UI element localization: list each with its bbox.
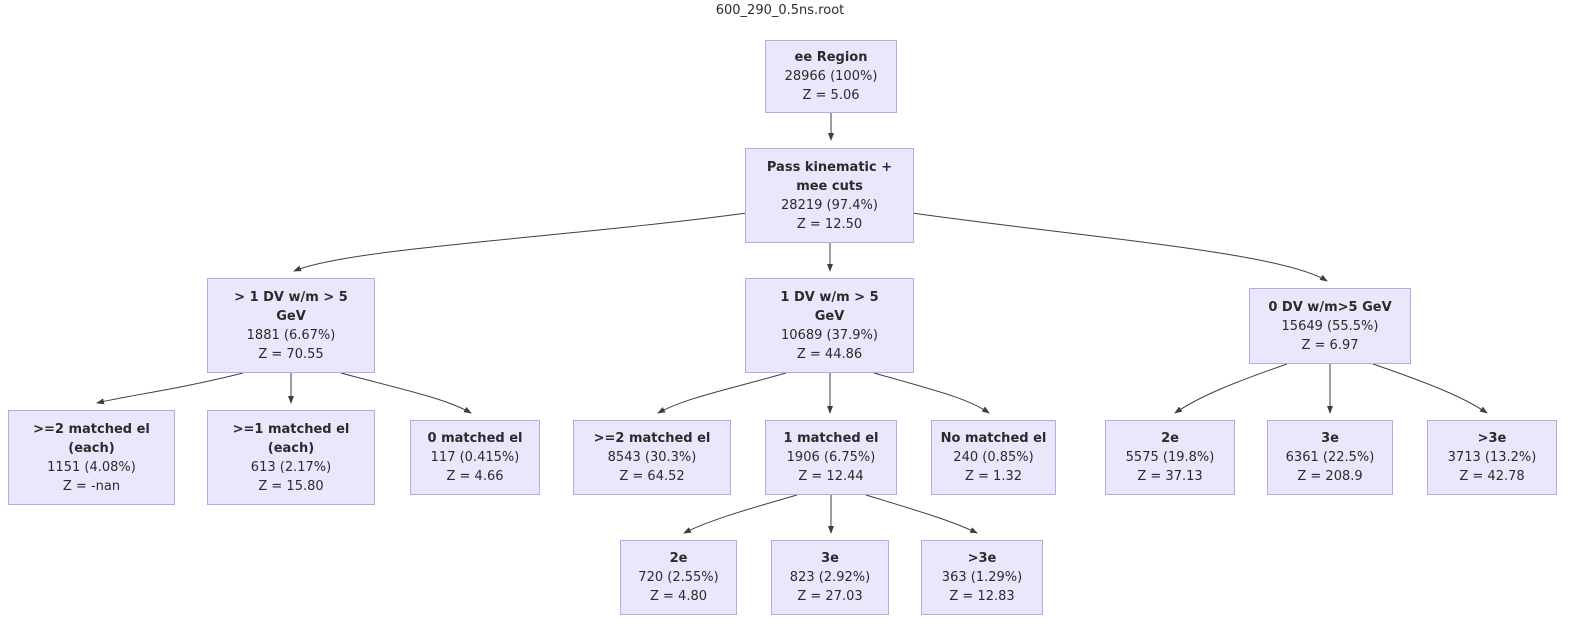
node-z: Z = 4.66 <box>446 469 504 484</box>
node-title: >=2 matched el <box>593 431 711 446</box>
node-dv0-gt3e: >3e 3713 (13.2%) Z = 42.78 <box>1427 420 1557 495</box>
node-z: Z = 6.97 <box>1301 337 1359 353</box>
node-count: 28219 (97.4%) <box>781 197 878 213</box>
node-title: 1 DV w/m > 5 GeV <box>780 289 879 324</box>
node-z: Z = 27.03 <box>797 589 863 604</box>
node-z: Z = 70.55 <box>258 346 324 362</box>
node-z: Z = 15.80 <box>258 478 324 494</box>
node-ge1-matched-el-each: >=1 matched el (each) 613 (2.17%) Z = 15… <box>207 410 375 505</box>
node-m1-3e: 3e 823 (2.92%) Z = 27.03 <box>771 540 889 615</box>
node-zero-dv: 0 DV w/m>5 GeV 15649 (55.5%) Z = 6.97 <box>1249 288 1411 364</box>
node-z: Z = 208.9 <box>1297 469 1363 484</box>
node-title: No matched el <box>940 431 1047 446</box>
node-count: 15649 (55.5%) <box>1281 318 1379 334</box>
node-z: Z = 64.52 <box>619 469 685 484</box>
node-z: Z = 12.83 <box>949 589 1015 604</box>
node-no-matched-el: No matched el 240 (0.85%) Z = 1.32 <box>931 420 1056 495</box>
node-z: Z = 12.50 <box>796 216 863 232</box>
node-count: 823 (2.92%) <box>789 570 871 585</box>
node-title: >3e <box>1477 431 1507 446</box>
node-title: 3e <box>821 551 839 566</box>
node-gt1-dv: > 1 DV w/m > 5 GeV 1881 (6.67%) Z = 70.5… <box>207 278 375 373</box>
node-title: >=2 matched el (each) <box>33 421 150 456</box>
node-one-dv: 1 DV w/m > 5 GeV 10689 (37.9%) Z = 44.86 <box>745 278 914 373</box>
node-z: Z = 1.32 <box>964 469 1022 484</box>
node-title: 0 DV w/m>5 GeV <box>1268 299 1392 315</box>
node-count: 720 (2.55%) <box>638 570 719 585</box>
edge-gt1dv-to-0match <box>340 372 472 414</box>
node-dv0-2e: 2e 5575 (19.8%) Z = 37.13 <box>1105 420 1235 495</box>
edge-1match-to-2e <box>683 494 798 534</box>
node-count: 3713 (13.2%) <box>1447 450 1537 465</box>
edge-0dv-to-2e <box>1174 363 1288 414</box>
node-count: 1151 (4.08%) <box>47 459 136 475</box>
node-z: Z = 37.13 <box>1137 469 1203 484</box>
node-count: 5575 (19.8%) <box>1125 450 1215 465</box>
node-z: Z = -nan <box>62 478 121 494</box>
node-title: 1 matched el <box>783 431 879 446</box>
node-title: >3e <box>967 551 997 566</box>
node-title: >=1 matched el (each) <box>232 421 350 456</box>
node-one-matched-el: 1 matched el 1906 (6.75%) Z = 12.44 <box>765 420 897 495</box>
edge-gt1dv-to-ge2each <box>96 372 244 405</box>
edge-0dv-to-gt3e <box>1372 363 1488 414</box>
node-z: Z = 5.06 <box>802 88 860 103</box>
node-m1-gt3e: >3e 363 (1.29%) Z = 12.83 <box>921 540 1043 615</box>
diagram-title: 600_290_0.5ns.root <box>715 3 845 18</box>
node-count: 28966 (100%) <box>784 69 878 84</box>
node-title: 3e <box>1321 431 1339 446</box>
node-title: 0 matched el <box>427 431 523 446</box>
edge-1dv-to-ge2match <box>657 372 787 414</box>
node-z: Z = 44.86 <box>796 346 863 362</box>
node-z: Z = 4.80 <box>649 589 707 604</box>
node-m1-2e: 2e 720 (2.55%) Z = 4.80 <box>620 540 737 615</box>
node-ee-region: ee Region 28966 (100%) Z = 5.06 <box>765 40 897 113</box>
node-count: 6361 (22.5%) <box>1285 450 1375 465</box>
node-pass-kinematic: Pass kinematic + mee cuts 28219 (97.4%) … <box>745 148 914 243</box>
node-count: 1881 (6.67%) <box>246 327 336 343</box>
edge-1dv-to-nomatch <box>873 372 990 414</box>
node-count: 363 (1.29%) <box>941 570 1023 585</box>
node-ge2-matched-el-each: >=2 matched el (each) 1151 (4.08%) Z = -… <box>8 410 175 505</box>
node-z: Z = 42.78 <box>1459 469 1525 484</box>
node-title: ee Region <box>794 50 868 65</box>
node-count: 1906 (6.75%) <box>786 450 876 465</box>
edge-1match-to-gt3e <box>865 494 978 534</box>
node-title: > 1 DV w/m > 5 GeV <box>234 289 348 324</box>
node-title: 2e <box>669 551 688 566</box>
edge-pass-to-gt1dv <box>293 212 748 272</box>
node-count: 613 (2.17%) <box>250 459 332 475</box>
node-count: 117 (0.415%) <box>430 450 520 465</box>
node-count: 240 (0.85%) <box>953 450 1034 465</box>
node-dv0-3e: 3e 6361 (22.5%) Z = 208.9 <box>1267 420 1393 495</box>
node-title: Pass kinematic + mee cuts <box>766 159 893 194</box>
node-count: 10689 (37.9%) <box>781 327 878 343</box>
edge-pass-to-0dv <box>911 212 1328 282</box>
node-z: Z = 12.44 <box>798 469 864 484</box>
node-title: 2e <box>1161 431 1179 446</box>
node-count: 8543 (30.3%) <box>607 450 697 465</box>
node-zero-matched-el: 0 matched el 117 (0.415%) Z = 4.66 <box>410 420 540 495</box>
node-ge2-matched-el: >=2 matched el 8543 (30.3%) Z = 64.52 <box>573 420 731 495</box>
